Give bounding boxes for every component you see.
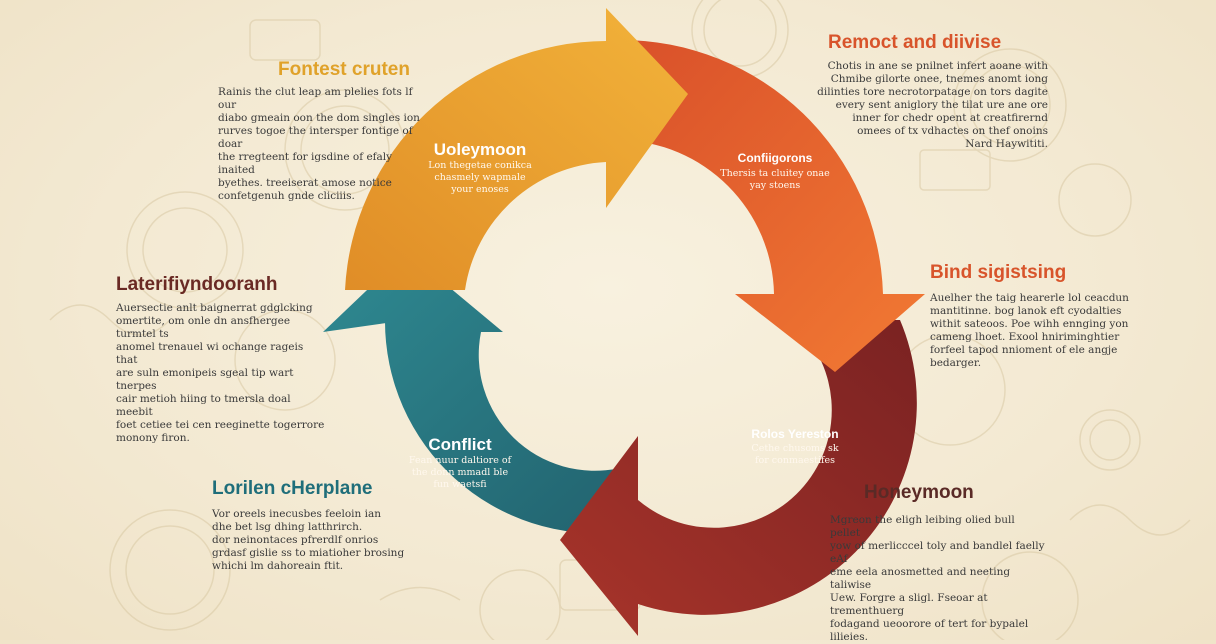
cycle-segment-red-orange [620, 39, 925, 373]
body-line: dhe bet lsg dhing latthrirch. [212, 521, 363, 533]
body-bottom-left: Vor oreels inecusbes feeloin ian dhe bet… [212, 508, 412, 573]
inner-body-top: Lon thegetae conikca chasmely wapmale yo… [410, 160, 550, 196]
heading-top-left: Fontest cruten [278, 59, 410, 80]
body-line: inner for chedr opent at creatfirernd [852, 112, 1048, 124]
body-line: Uew. Forgre a sligl. Fseoar at trementhu… [830, 592, 988, 617]
body-line: monony firon. [116, 432, 190, 444]
body-line: foet cetiee tei cen reeginette togerrore [116, 419, 325, 431]
body-top-right: Chotis in ane se pnilnet infert aoane wi… [812, 60, 1048, 151]
body-line: confetgenuh gnde cliciiis. [218, 190, 355, 202]
body-line: Mgreon the eligh leibing olied bull pell… [830, 514, 1015, 539]
body-line: anomel trenauel wi ochange rageis that [116, 341, 304, 366]
inner-body-line: yay stoens [749, 180, 801, 191]
body-top-left: Rainis the clut leap am plelies fots lf … [218, 86, 428, 203]
inner-body-line: for conmaestifes [755, 455, 835, 466]
heading-mid-right: Bind sigistsing [930, 262, 1067, 283]
body-line: whichi lm dahoreain ftit. [212, 560, 344, 572]
body-line: Nard Haywititi. [965, 138, 1048, 150]
inner-body-bottom-right: Cethe chusoms sk for conmaestifes [720, 443, 870, 467]
inner-body-line: Fean nuur daltiore of [408, 455, 512, 466]
inner-body-line: Thersis ta cluitey onae [720, 168, 830, 179]
inner-body-left: Fean nuur daltiore of the donn mmadl ble… [395, 455, 525, 491]
body-line: rurves togoe the intersper fontige of do… [218, 125, 413, 150]
inner-title-right: Confiigorons [737, 151, 813, 165]
body-line: withit sateoos. Poe wihh ennging yon [930, 318, 1129, 330]
body-line: Rainis the clut leap am plelies fots lf … [218, 86, 413, 111]
inner-body-line: Lon thegetae conikca [428, 160, 532, 171]
body-line: fodagand ueoorore of tert for bypalel li… [830, 618, 1029, 643]
heading-bottom-right: Honeymoon [864, 482, 974, 503]
body-mid-right: Auelher the taig hearerle lol ceacdun ma… [930, 292, 1130, 370]
body-bottom-right: Mgreon the eligh leibing olied bull pell… [830, 514, 1046, 644]
body-line: byethes. treeiserat amose notice [218, 177, 392, 189]
body-line: forfeel tapod nnioment of ele angje [930, 344, 1118, 356]
inner-body-right: Thersis ta cluitey onae yay stoens [700, 168, 850, 192]
inner-title-top: Uoleymoon [433, 140, 527, 159]
body-line: yow of merlicccel toly and bandlel faell… [830, 540, 1045, 565]
body-line: cair metioh hiing to tmersla doal meebit [116, 393, 291, 418]
body-line: every sent aniglory the tilat ure ane or… [835, 99, 1048, 111]
body-line: cameng lhoet. Exool hniriminghtier [930, 331, 1120, 343]
body-line: grdasf gislie ss to miatioher brosing [212, 547, 405, 559]
body-line: dilinties tore necrotorpatage on tors da… [817, 86, 1048, 98]
body-line: Auelher the taig hearerle lol ceacdun [930, 292, 1129, 304]
inner-title-bottom-right: Rolos Yereston [751, 427, 839, 441]
cycle-segment-teal [323, 252, 620, 534]
body-line: eme eela anosmetted and neeting taliwise [830, 566, 1011, 591]
body-line: omertite, om onle dn ansfhergee turmtel … [116, 315, 291, 340]
body-line: are suln emonipeis sgeal tip wart tnerpe… [116, 367, 294, 392]
inner-body-line: chasmely wapmale [434, 172, 526, 183]
body-line: diabo gmeain oon the dom singles ion [218, 112, 420, 124]
inner-body-line: fun waetsfi [433, 479, 487, 490]
body-line: Chotis in ane se pnilnet infert aoane wi… [827, 60, 1048, 72]
inner-body-line: your enoses [451, 184, 509, 195]
inner-title-left: Conflict [428, 435, 492, 454]
body-line: mantitinne. bog lanok eft cyodalties [930, 305, 1122, 317]
heading-bottom-left: Lorilen cHerplane [212, 478, 373, 499]
inner-body-line: the donn mmadl ble [411, 467, 509, 478]
body-line: Chmibe gilorte onee, tnemes anomt iong [830, 73, 1048, 85]
body-line: Auersectie anlt baignerrat gdglcking [116, 302, 313, 314]
body-line: omees of tx vdhactes on thef onoins [857, 125, 1048, 137]
inner-body-line: Cethe chusoms sk [751, 443, 839, 454]
body-line: Vor oreels inecusbes feeloin ian [212, 508, 382, 520]
cycle-segment-dark-red [560, 320, 917, 636]
body-line: bedarger. [930, 357, 982, 369]
cycle-segment-orange [345, 8, 688, 290]
body-line: the rregteent for igsdine of efaly inait… [218, 151, 393, 176]
heading-top-right: Remoct and diivise [828, 32, 1002, 53]
body-line: dor neinontaces pfrerdlf onrios [212, 534, 379, 546]
heading-mid-left: Laterifiyndooranh [116, 274, 278, 295]
body-mid-left: Auersectie anlt baignerrat gdglcking ome… [116, 302, 326, 445]
